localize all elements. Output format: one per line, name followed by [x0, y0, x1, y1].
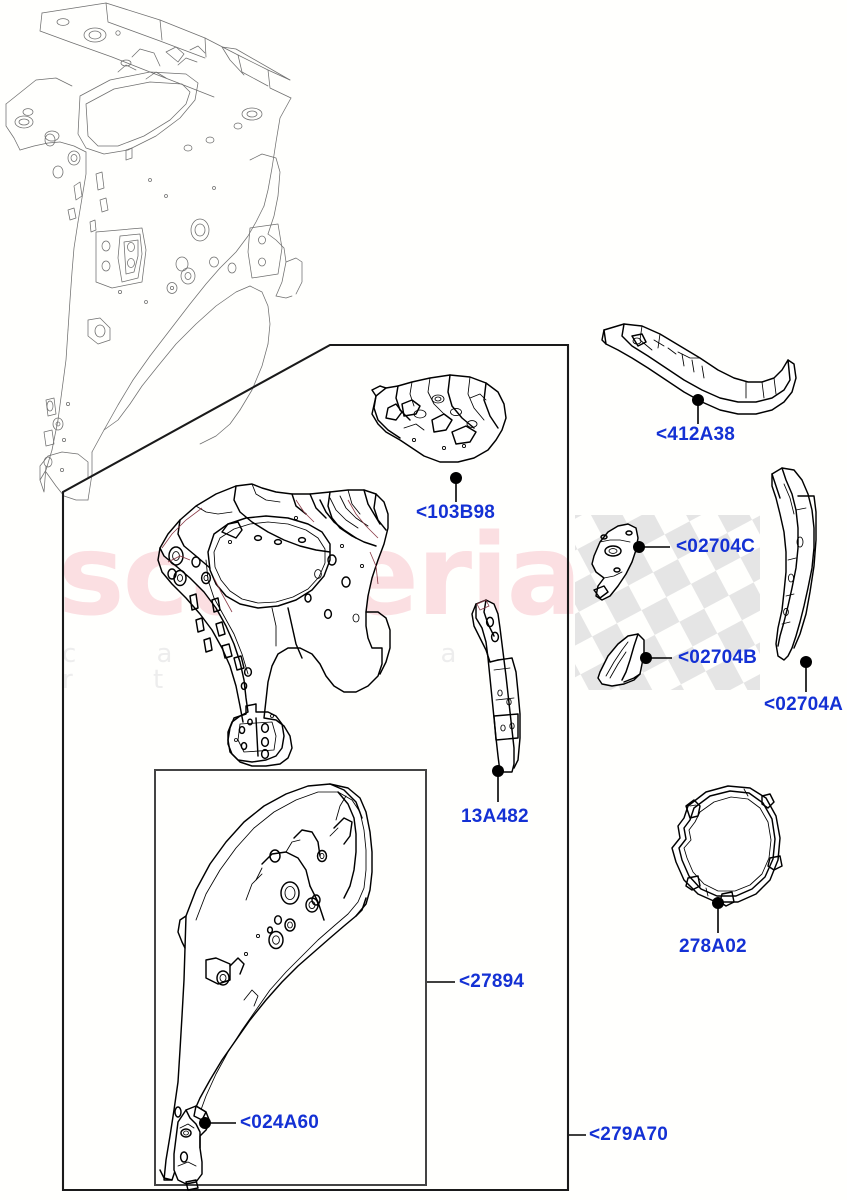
callout-label-02704B[interactable]: <02704B	[678, 647, 758, 668]
part-02704C-illustration	[591, 523, 639, 601]
callout-label-27894[interactable]: <27894	[459, 971, 525, 992]
callout-label-278A02[interactable]: 278A02	[679, 936, 747, 957]
main-quarter-panel-illustration	[157, 483, 391, 767]
callout-label-02704A[interactable]: <02704A	[764, 694, 844, 715]
outer-assembly-frame	[61, 343, 570, 1192]
callout-label-02704C[interactable]: <02704C	[676, 536, 756, 557]
part-103B98-illustration	[371, 374, 507, 463]
part-02704A-illustration	[771, 467, 817, 661]
callout-label-13A482[interactable]: 13A482	[461, 806, 529, 827]
inner-assembly-frame	[154, 769, 427, 1186]
part-412A38-illustration	[601, 323, 797, 415]
callout-label-279A70[interactable]: <279A70	[589, 1124, 669, 1145]
callout-label-412A38[interactable]: <412A38	[656, 424, 736, 445]
part-27894-illustration	[159, 783, 373, 1181]
part-13A482-illustration	[471, 599, 521, 773]
part-02704B-illustration	[597, 633, 645, 687]
callout-label-103B98[interactable]: <103B98	[416, 502, 496, 523]
callout-label-024A60[interactable]: <024A60	[240, 1112, 320, 1133]
